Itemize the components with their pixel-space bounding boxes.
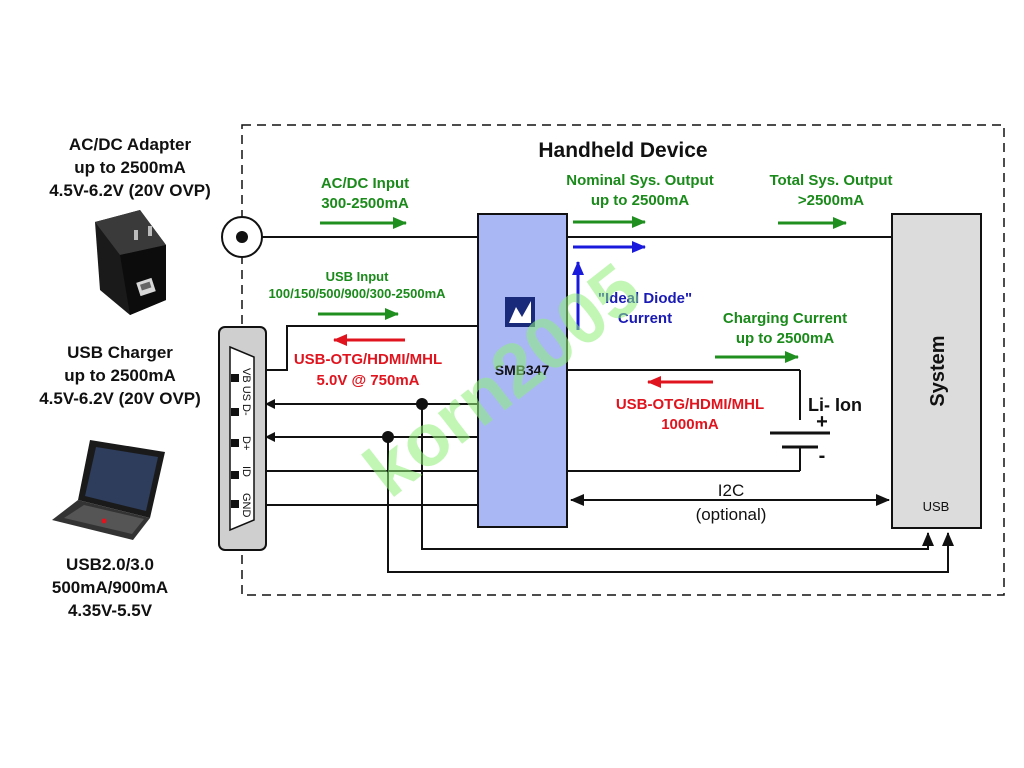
charger-name: USB Charger	[67, 343, 173, 362]
usb-charger-label: USB Charger up to 2500mA 4.5V-6.2V (20V …	[39, 343, 201, 408]
battery-symbol: Li- Ion + -	[770, 395, 862, 467]
acdc-input-label-1: AC/DC Input	[321, 175, 409, 192]
charging-current-label-1: Charging Current	[723, 310, 847, 327]
battery-label: Li- Ion	[808, 395, 862, 415]
acdc-input-label-2: 300-2500mA	[321, 195, 409, 212]
i2c-label-1: I2C	[718, 481, 744, 500]
usb-connector: VB US D- D+ ID GND	[218, 326, 267, 551]
host-current: 500mA/900mA	[52, 578, 168, 597]
laptop-icon	[52, 440, 165, 540]
wall-adapter-icon	[95, 210, 166, 315]
battery-otg-label-1: USB-OTG/HDMI/MHL	[616, 396, 764, 413]
wires	[262, 236, 954, 573]
smb347-chip: SMB347	[477, 213, 568, 528]
pin-vbus: VB US	[240, 368, 252, 401]
host-name: USB2.0/3.0	[66, 555, 154, 574]
usb-host-label: USB2.0/3.0 500mA/900mA 4.35V-5.5V	[52, 555, 168, 620]
charger-voltage: 4.5V-6.2V (20V OVP)	[39, 389, 201, 408]
dc-jack	[221, 216, 263, 258]
system-box: System USB	[891, 213, 982, 529]
total-output-label-2: >2500mA	[798, 192, 864, 209]
ideal-diode-label-2: Current	[618, 310, 672, 327]
adapter-name: AC/DC Adapter	[69, 135, 192, 154]
system-usb-label: USB	[923, 499, 950, 514]
host-voltage: 4.35V-5.5V	[68, 601, 153, 620]
ideal-diode-label-1: "Ideal Diode"	[598, 290, 692, 307]
adapter-current: up to 2500mA	[74, 158, 185, 177]
usb-otg-label-2: 5.0V @ 750mA	[316, 372, 419, 389]
battery-otg-label-2: 1000mA	[661, 416, 719, 433]
pin-gnd: GND	[240, 493, 252, 518]
pin-id: ID	[240, 466, 252, 477]
nominal-output-label-2: up to 2500mA	[591, 192, 690, 209]
adapter-voltage: 4.5V-6.2V (20V OVP)	[49, 181, 211, 200]
pin-dplus: D+	[240, 436, 252, 450]
charging-current-label-2: up to 2500mA	[736, 330, 835, 347]
total-output-label-1: Total Sys. Output	[769, 172, 892, 189]
pin-dminus: D-	[240, 404, 252, 416]
chip-name: SMB347	[495, 362, 550, 378]
battery-plus: +	[816, 411, 828, 433]
usb-otg-label-1: USB-OTG/HDMI/MHL	[294, 351, 442, 368]
usb-input-label-1: USB Input	[326, 269, 389, 284]
battery-minus: -	[819, 445, 826, 467]
usb-input-label-2: 100/150/500/900/300-2500mA	[268, 286, 446, 301]
i2c-label-2: (optional)	[696, 505, 767, 524]
acdc-adapter-label: AC/DC Adapter up to 2500mA 4.5V-6.2V (20…	[49, 135, 211, 200]
charger-current: up to 2500mA	[64, 366, 175, 385]
system-label: System	[927, 335, 949, 406]
nominal-output-label-1: Nominal Sys. Output	[566, 172, 714, 189]
handheld-device-title: Handheld Device	[538, 139, 707, 162]
